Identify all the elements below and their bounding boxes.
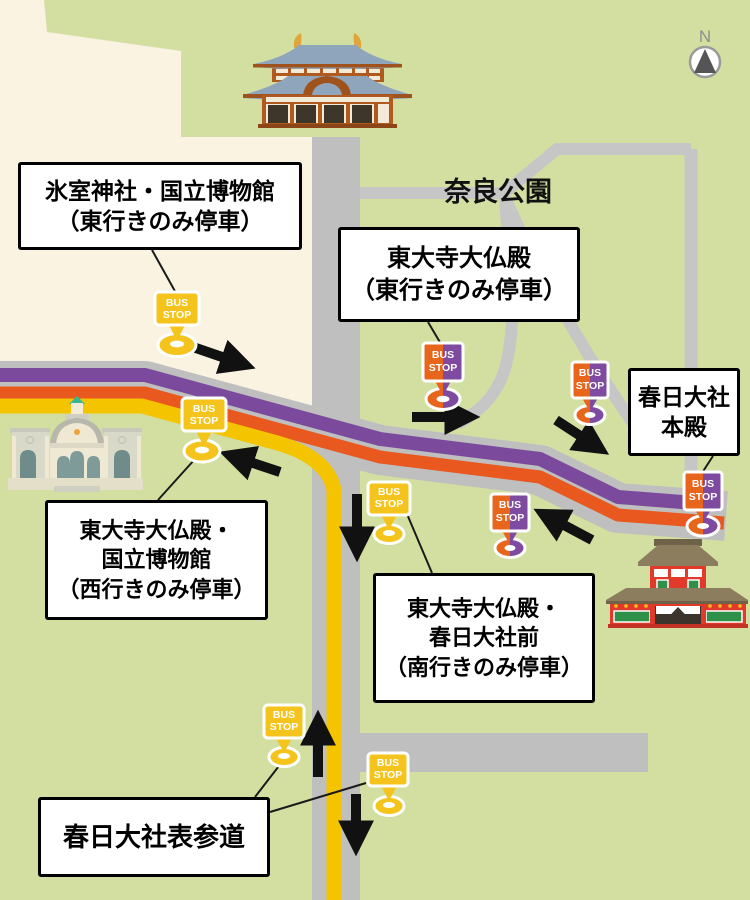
- bus-stop-sign-text: BUS: [378, 486, 400, 498]
- direction-arrows: [191, 339, 610, 857]
- label-line: 春日大社前: [428, 625, 539, 651]
- kasuga-shrine-illustration: [606, 539, 748, 628]
- arrow-westbound-lower: [533, 508, 595, 545]
- main-road: [0, 361, 728, 900]
- bus-stop-sign-text: STOP: [190, 415, 218, 427]
- bus-stop-sign-text: BUS: [273, 709, 295, 721]
- purple-route-line: [0, 368, 721, 512]
- bus-stop-sign-text: BUS: [579, 367, 601, 379]
- nara-park-label: 奈良公園: [444, 177, 552, 207]
- bus-stop-sign-text: STOP: [576, 380, 604, 392]
- leader-lines: [151, 249, 714, 813]
- bus-stop-sign-text: BUS: [193, 403, 215, 415]
- bus-stop-marker-omotesando-south: BUS STOP: [366, 751, 410, 817]
- label-box-kasuga-south: 東大寺大仏殿・ 春日大社前 （南行きのみ停車）: [373, 573, 595, 703]
- label-line: 東大寺大仏殿: [387, 244, 531, 272]
- arrow-westbound-upper: [219, 446, 282, 481]
- arrow-southeast: [553, 415, 610, 455]
- bus-stop-sign-text: STOP: [374, 769, 402, 781]
- bus-stop-sign-text: STOP: [375, 498, 403, 510]
- compass-north-icon: N: [688, 27, 722, 79]
- bus-stop-marker-kasuga-approach: BUS STOP: [570, 360, 610, 426]
- todaiji-temple-illustration: [243, 33, 412, 128]
- label-line: 東大寺大仏殿・: [406, 596, 561, 622]
- label-line: 国立博物館: [101, 547, 212, 573]
- bus-stop-sign-text: BUS: [499, 499, 521, 511]
- label-box-omotesando: 春日大社表参道: [38, 797, 270, 877]
- bus-stop-marker-omotesando-north: BUS STOP: [262, 703, 306, 768]
- label-line: 氷室神社・国立博物館: [45, 177, 275, 204]
- bus-stop-sign-text: STOP: [429, 362, 457, 374]
- bus-stop-marker-todaiji-east: BUS STOP: [421, 341, 465, 411]
- label-line: （西行きのみ停車）: [57, 576, 256, 602]
- bus-stop-sign-text: BUS: [432, 349, 454, 361]
- bus-stop-marker-kasuga-honden: BUS STOP: [682, 470, 724, 538]
- bus-stop-sign-text: BUS: [377, 757, 399, 769]
- bus-stop-marker-south-only: BUS STOP: [489, 492, 531, 559]
- bus-stop-sign-text: STOP: [496, 512, 524, 524]
- label-box-todaiji-east: 東大寺大仏殿 （東行きのみ停車）: [338, 227, 580, 322]
- label-box-himuro: 氷室神社・国立博物館 （東行きのみ停車）: [18, 162, 302, 250]
- label-line: 春日大社表参道: [62, 821, 245, 852]
- bus-stop-sign-text: STOP: [163, 309, 191, 321]
- label-box-museum-west: 東大寺大仏殿・ 国立博物館 （西行きのみ停車）: [45, 500, 268, 620]
- orange-route-line: [0, 386, 725, 530]
- label-line: 春日大社: [638, 383, 730, 410]
- bus-stop-sign-text: STOP: [270, 721, 298, 733]
- arrow-eastbound-top: [191, 339, 256, 374]
- bus-stop-marker-himuro-east: BUS STOP: [153, 290, 201, 358]
- compass-n-label: N: [699, 27, 711, 46]
- bus-stop-sign-text: BUS: [692, 478, 714, 490]
- bus-stop-marker-southbound-junction: BUS STOP: [366, 480, 412, 545]
- label-line: 東大寺大仏殿・: [79, 518, 234, 544]
- label-line: 本殿: [661, 414, 707, 440]
- label-box-kasuga-honden: 春日大社 本殿: [628, 368, 740, 456]
- bus-stop-sign-text: STOP: [689, 491, 717, 503]
- bus-stop-marker-museum-west: BUS STOP: [180, 396, 228, 464]
- label-line: （東行きのみ停車）: [351, 276, 567, 304]
- bus-stop-sign-text: BUS: [166, 297, 188, 309]
- label-line: （南行きのみ停車）: [384, 654, 583, 680]
- yellow-route-line: [0, 398, 342, 900]
- national-museum-illustration: [8, 396, 143, 492]
- label-line: （東行きのみ停車）: [56, 208, 264, 234]
